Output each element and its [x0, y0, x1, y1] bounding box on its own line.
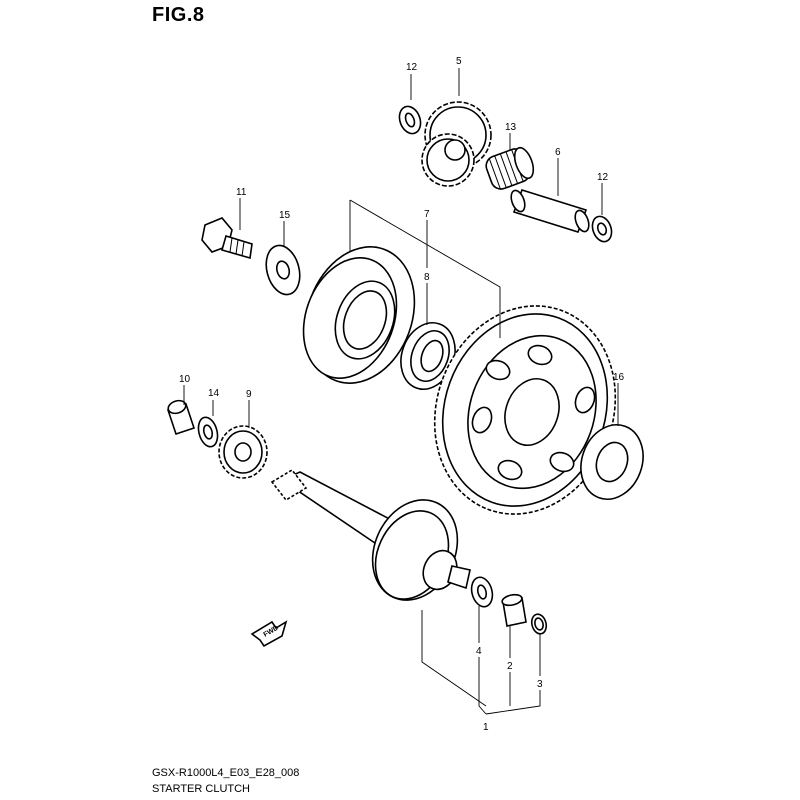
thrust-washer-16: [580, 424, 644, 500]
callout-2: 2: [507, 661, 513, 672]
diagram-caption: STARTER CLUTCH: [152, 783, 250, 795]
washer-14: [197, 416, 219, 448]
washer-4: [470, 576, 494, 608]
callout-1: 1: [483, 722, 489, 733]
washer-12-upper: [398, 105, 422, 135]
callout-11: 11: [236, 187, 247, 198]
idle-gear-5: [421, 101, 492, 187]
callout-12-upper: 12: [406, 62, 418, 73]
washer-15: [265, 244, 301, 296]
collar-2: [501, 593, 527, 627]
leader-lines: [183, 68, 619, 715]
callout-numbers: 12 5 13 6 12 11 15 7 8 10 14 9 16 4 2 3 …: [179, 56, 625, 733]
starter-driven-gear: [433, 305, 617, 515]
circlip-3: [530, 613, 548, 635]
callout-5: 5: [456, 56, 462, 67]
callout-13: 13: [505, 122, 517, 133]
callout-8: 8: [424, 272, 430, 283]
callout-15: 15: [279, 210, 291, 221]
callout-7: 7: [424, 209, 430, 220]
callout-3: 3: [537, 679, 543, 690]
callout-16: 16: [613, 372, 625, 383]
callout-4: 4: [476, 646, 482, 657]
callout-10: 10: [179, 374, 191, 385]
needle-bearing-8: [400, 322, 456, 390]
forward-arrow-icon: FWD: [250, 620, 288, 648]
callout-9: 9: [246, 389, 252, 400]
figure-title: FIG.8: [152, 4, 205, 26]
idle-gear-shaft-6: [510, 189, 590, 233]
starter-clutch-7: [302, 246, 416, 384]
model-code: GSX-R1000L4_E03_E28_008: [152, 767, 300, 779]
idle-gear-9: [218, 425, 268, 479]
washer-12-lower: [591, 215, 613, 243]
callout-12-lower: 12: [597, 172, 609, 183]
callout-14: 14: [208, 388, 220, 399]
starter-clutch-shaft-1: [270, 468, 471, 601]
bolt-11: [201, 217, 253, 260]
needle-bearing-13: [485, 146, 535, 190]
callout-6: 6: [555, 147, 561, 158]
collar-10: [166, 399, 196, 436]
